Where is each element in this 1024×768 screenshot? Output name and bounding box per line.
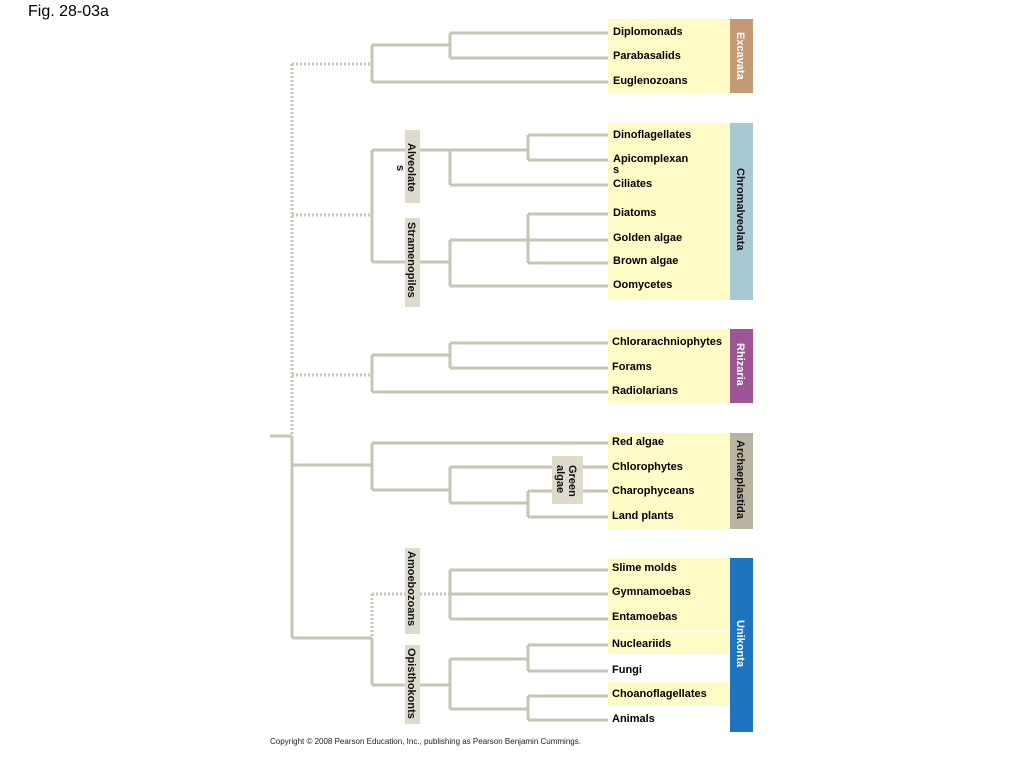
clade-bar-unikonta — [730, 558, 753, 732]
taxon-chlorophytes: Chlorophytes — [612, 461, 683, 473]
taxon-euglenozoans: Euglenozoans — [613, 75, 688, 87]
label-bg-excavata — [608, 19, 730, 93]
taxon-diatoms: Diatoms — [613, 207, 656, 219]
clade-label-excavata: Excavata — [734, 32, 746, 81]
taxon-land-plants: Land plants — [612, 510, 674, 522]
clade-bar-chromalveolata — [730, 123, 753, 300]
green-algae-label-1: Green — [566, 465, 578, 497]
clade-label-chromalveolata: Chromalveolata — [734, 168, 746, 251]
label-bg-archaeplastida — [608, 433, 730, 529]
label-bg-nucleariids — [608, 632, 730, 654]
label-bg-rhizaria — [608, 329, 730, 403]
subgroup-opisthokonts: Opisthokonts — [405, 645, 420, 724]
taxon-charophyceans: Charophyceans — [612, 485, 695, 497]
uncertain-branches — [290, 62, 450, 638]
taxon-gymnamoebas: Gymnamoebas — [612, 586, 691, 598]
supergroup-bars: Excavata Chromalveolata Rhizaria Archaep… — [730, 19, 753, 732]
taxon-forams: Forams — [612, 361, 652, 373]
copyright-notice: Copyright © 2008 Pearson Education, Inc.… — [270, 737, 581, 746]
clade-bar-rhizaria — [730, 329, 753, 403]
taxon-radiolarians: Radiolarians — [612, 385, 678, 397]
subgroup-stramenopiles: Stramenopiles — [405, 218, 420, 307]
taxon-animals: Animals — [612, 713, 655, 725]
taxon-apicomplexans-1: Apicomplexan — [613, 153, 688, 165]
taxon-labels: Diplomonads Parabasalids Euglenozoans Di… — [612, 26, 722, 725]
taxon-entamoebas: Entamoebas — [612, 611, 677, 623]
clade-bar-excavata — [730, 19, 753, 93]
taxon-parabasalids: Parabasalids — [613, 50, 681, 62]
tree-branches — [270, 31, 608, 722]
stramenopiles-label: Stramenopiles — [405, 222, 417, 298]
taxon-dinoflagellates: Dinoflagellates — [613, 129, 691, 141]
clade-bar-archaeplastida — [730, 433, 753, 529]
taxon-oomycetes: Oomycetes — [613, 279, 672, 291]
subgroup-green-algae: Green algae — [552, 456, 583, 504]
taxon-brown-algae: Brown algae — [613, 255, 678, 267]
taxon-golden-algae: Golden algae — [613, 232, 682, 244]
taxon-choanoflagellates: Choanoflagellates — [612, 688, 707, 700]
taxon-apicomplexans-2: s — [613, 164, 619, 176]
clade-label-archaeplastida: Archaeplastida — [734, 440, 746, 520]
label-bg-chromalveolata — [608, 123, 730, 300]
taxon-nucleariids: Nucleariids — [612, 638, 671, 650]
taxon-label-backgrounds — [608, 19, 730, 706]
clade-label-rhizaria: Rhizaria — [734, 343, 746, 387]
green-algae-label-2: algae — [554, 465, 566, 493]
taxon-ciliates: Ciliates — [613, 178, 652, 190]
figure-title: Fig. 28-03a — [28, 3, 109, 20]
alveolates-label-2: s — [394, 165, 406, 171]
taxon-red-algae: Red algae — [612, 436, 664, 448]
amoebozoans-label: Amoebozoans — [405, 551, 417, 626]
subgroup-alveolates: Alveolate s — [394, 130, 420, 203]
subgroup-amoebozoans: Amoebozoans — [405, 548, 420, 634]
taxon-diplomonads: Diplomonads — [613, 26, 683, 38]
taxon-chlorarachniophytes: Chlorarachniophytes — [612, 336, 722, 348]
taxon-slime-molds: Slime molds — [612, 562, 677, 574]
label-bg-choanoflagellates — [608, 682, 730, 706]
clade-label-unikonta: Unikonta — [734, 620, 746, 668]
opisthokonts-label: Opisthokonts — [405, 648, 417, 719]
alveolates-label-1: Alveolate — [405, 143, 417, 192]
label-bg-amoebozoa — [608, 558, 730, 630]
taxon-fungi: Fungi — [612, 664, 642, 676]
